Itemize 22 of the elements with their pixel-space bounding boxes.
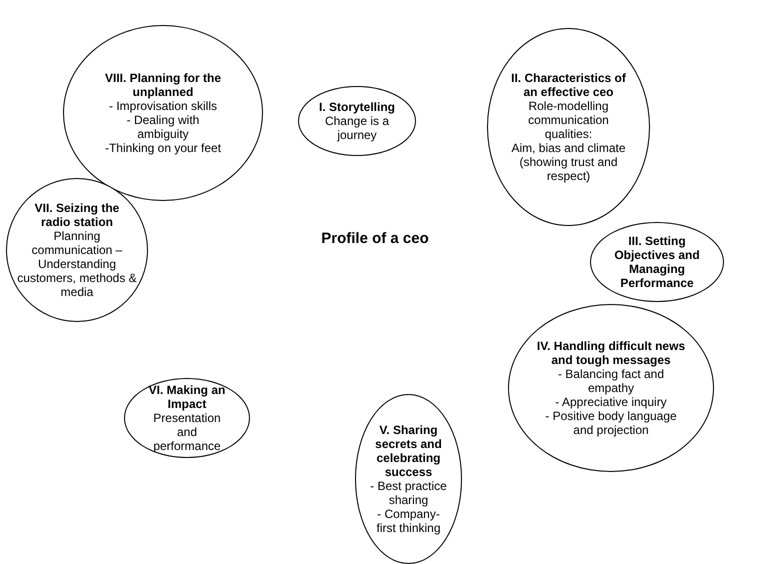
topic-heading: VI. Making an Impact	[148, 383, 226, 411]
topic-text: Aim, bias and climate (showing trust and respect)	[510, 141, 627, 183]
topic-text: - Improvisation skills	[108, 99, 218, 113]
diagram-title: Profile of a ceo	[320, 230, 430, 247]
topic-text: - Balancing fact and empathy	[556, 367, 666, 395]
topic-text: - Company-first thinking	[375, 507, 442, 535]
topic-text: - Appreciative inquiry	[554, 395, 668, 409]
topic-text: - Best practice sharing	[369, 479, 448, 507]
topic-text: Role-modelling communication qualities:	[527, 99, 610, 141]
topic-text: -Thinking on your feet	[104, 141, 222, 155]
topic-heading: VIII. Planning for the unplanned	[104, 71, 222, 99]
topic-text: Change is a journey	[324, 114, 390, 142]
topic-text: - Positive body language and projection	[544, 409, 678, 437]
topic-text: Presentation and performance	[152, 411, 222, 453]
topic-text: - Dealing with ambiguity	[126, 113, 200, 141]
topic-heading: VII. Seizing the radio station	[34, 201, 120, 229]
topic-heading: I. Storytelling	[318, 100, 396, 114]
topic-text: Planning communication – Understanding customers, methods & media	[17, 229, 137, 299]
topic-heading: V. Sharing secrets and celebrating success	[374, 423, 443, 479]
topic-heading: IV. Handling difficult news and tough messages	[536, 339, 686, 367]
topic-heading: III. Setting Objectives and Managing Performance	[613, 234, 701, 290]
topic-heading: II. Characteristics of an effective ceo	[510, 71, 627, 99]
